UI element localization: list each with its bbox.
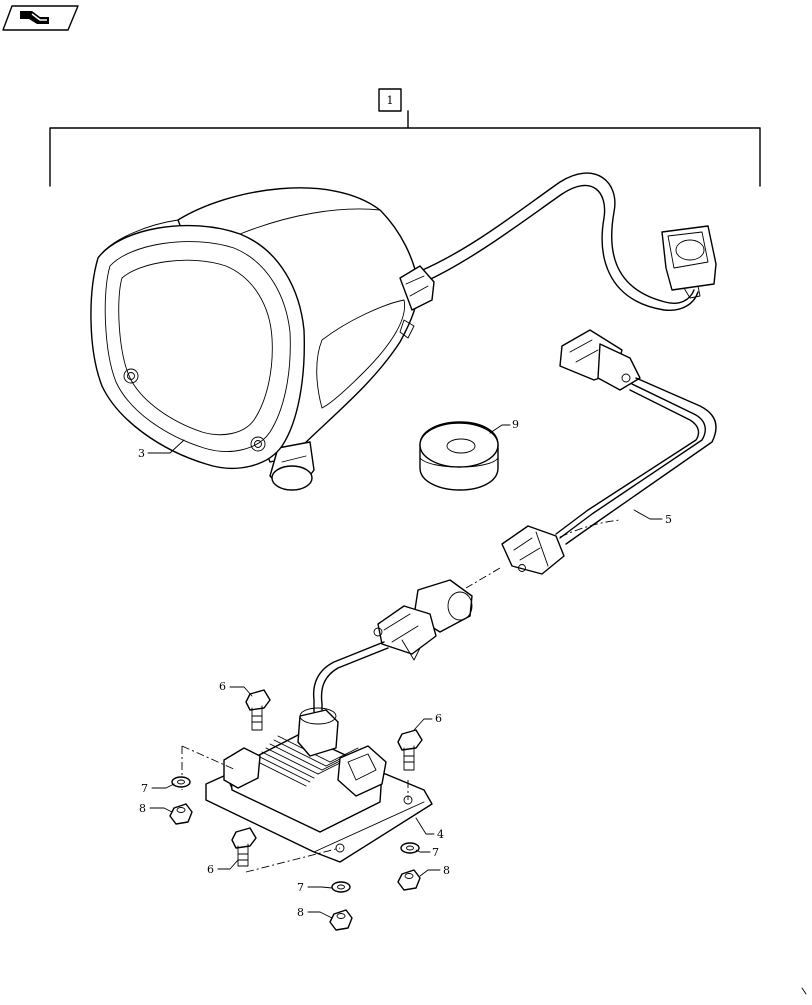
callout-grommet: 9 xyxy=(512,418,519,431)
nut-bottom xyxy=(329,909,353,931)
callout-washer-left: 7 xyxy=(141,782,148,795)
headlamp xyxy=(90,172,717,491)
back-button[interactable] xyxy=(2,5,79,31)
callout-bolt-top-right: 6 xyxy=(435,712,442,725)
leader-lines xyxy=(147,424,663,919)
washer-right xyxy=(400,842,420,854)
assembly-bracket: 1 xyxy=(49,88,761,187)
wiring-harness xyxy=(465,329,717,589)
control-module xyxy=(181,707,433,873)
callout-nut-right: 8 xyxy=(443,864,450,877)
assembly-callout-label: 1 xyxy=(387,94,394,107)
bolt-top-left xyxy=(245,689,271,731)
callout-bolt-bottom-left: 6 xyxy=(207,863,214,876)
callout-nut-left: 8 xyxy=(139,802,146,815)
nut-right xyxy=(397,869,421,891)
bolt-top-right xyxy=(397,729,423,771)
lamp-mount-stud xyxy=(269,441,315,491)
lamp-plug-connector xyxy=(661,225,717,299)
grommet xyxy=(419,421,499,491)
back-arrow-icon xyxy=(20,11,49,24)
washer-bottom xyxy=(331,881,351,893)
corner-mark xyxy=(801,987,807,995)
module-connector xyxy=(312,579,473,721)
callout-washer-bottom: 7 xyxy=(297,881,304,894)
bolt-bottom-left xyxy=(231,827,257,867)
callout-washer-right: 7 xyxy=(432,846,439,859)
callout-headlamp: 3 xyxy=(138,447,145,460)
callout-harness: 5 xyxy=(665,513,672,526)
washer-left xyxy=(171,776,191,788)
callout-bolt-top-left: 6 xyxy=(219,680,226,693)
callout-control-module: 4 xyxy=(437,828,444,841)
callout-nut-bottom: 8 xyxy=(297,906,304,919)
nut-left xyxy=(169,803,193,825)
